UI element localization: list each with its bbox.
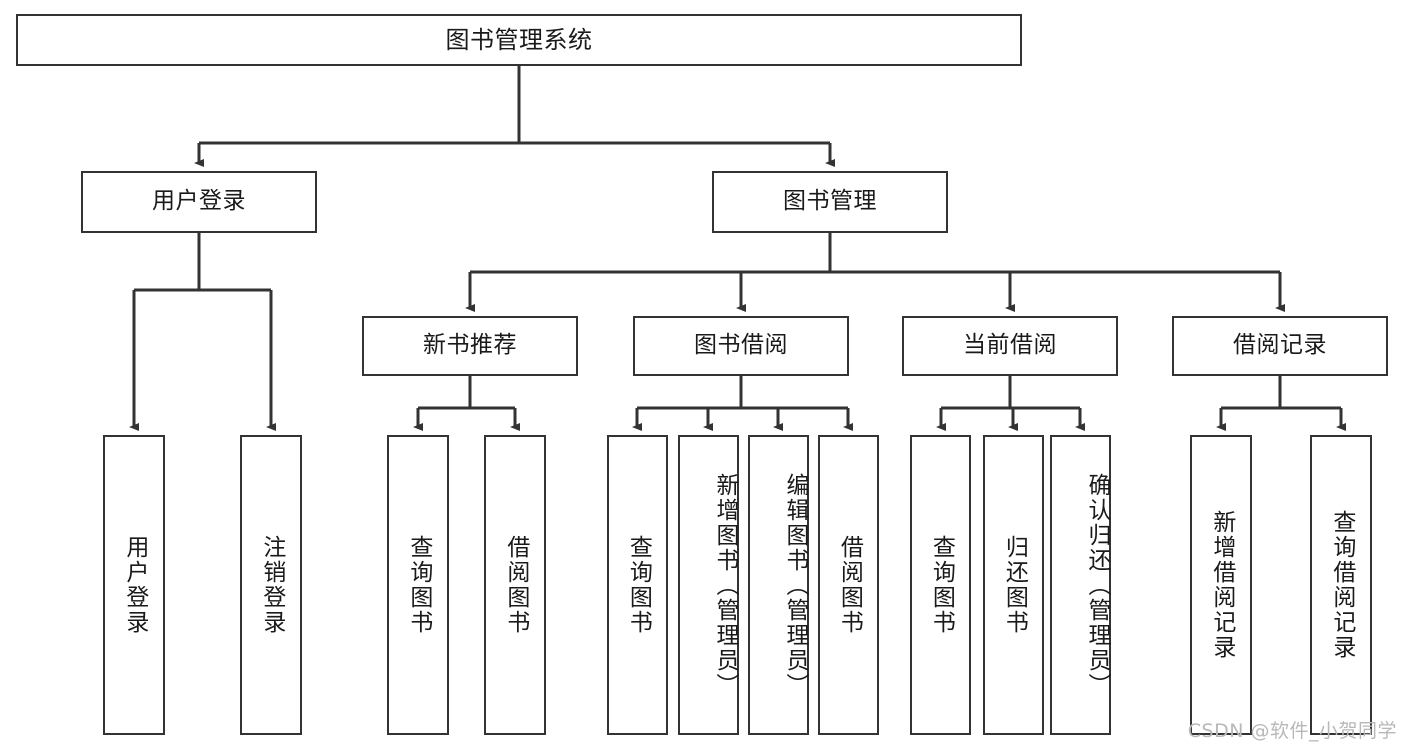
leaf-query-borrow-record[interactable]: 查询借阅记录 (1310, 435, 1372, 735)
node-root[interactable]: 图书管理系统 (16, 14, 1022, 66)
watermark-credit: CSDN @软件_小贺同学 (1187, 720, 1397, 742)
leaf-user-login[interactable]: 用户登录 (103, 435, 165, 735)
leaf-add-borrow-record[interactable]: 新增借阅记录 (1190, 435, 1252, 735)
node-current-borrow[interactable]: 当前借阅 (902, 316, 1118, 376)
leaf-confirm-return-admin[interactable]: 确认归还（管理员） (1050, 435, 1111, 735)
leaf-edit-book-admin[interactable]: 编辑图书（管理员） (748, 435, 809, 735)
leaf-query-book-current[interactable]: 查询图书 (910, 435, 971, 735)
leaf-borrow-book[interactable]: 借阅图书 (818, 435, 879, 735)
leaf-return-book[interactable]: 归还图书 (983, 435, 1044, 735)
node-borrow-record[interactable]: 借阅记录 (1172, 316, 1388, 376)
node-new-book-recommend[interactable]: 新书推荐 (362, 316, 578, 376)
node-book-manage[interactable]: 图书管理 (712, 171, 948, 233)
leaf-logout[interactable]: 注销登录 (240, 435, 302, 735)
leaf-borrow-book-recommend[interactable]: 借阅图书 (484, 435, 546, 735)
node-book-borrow[interactable]: 图书借阅 (633, 316, 849, 376)
leaf-query-book-borrow[interactable]: 查询图书 (607, 435, 668, 735)
leaf-query-book-recommend[interactable]: 查询图书 (387, 435, 449, 735)
leaf-add-book-admin[interactable]: 新增图书（管理员） (678, 435, 739, 735)
node-user-login[interactable]: 用户登录 (81, 171, 317, 233)
